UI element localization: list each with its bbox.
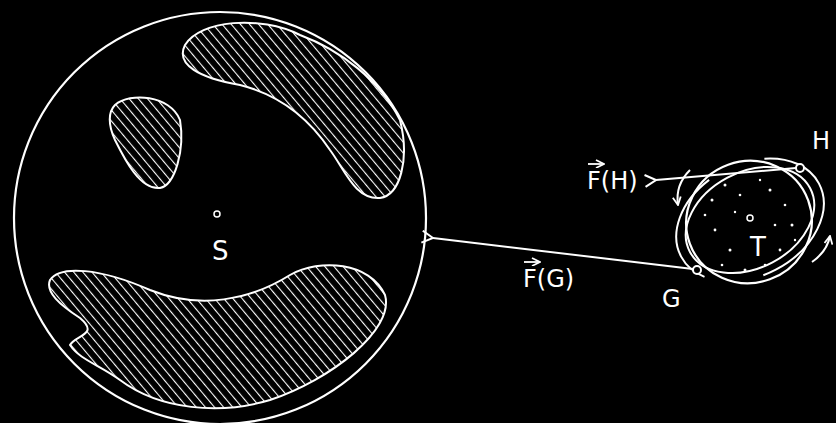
force-arrow (656, 168, 796, 180)
continents (49, 23, 404, 409)
node-label: T (748, 234, 768, 260)
point-label: H (810, 128, 832, 154)
moon-circle: T (685, 160, 813, 284)
point-g (693, 266, 701, 274)
force-label: F(G) (521, 266, 576, 292)
force-label: F(H) (585, 168, 640, 194)
planet-circle: S (13, 11, 427, 423)
planet-circle-outline (13, 11, 427, 423)
orbit-rings (655, 134, 836, 306)
force-arrow (433, 238, 693, 269)
moon-circle-outline (685, 160, 813, 284)
point-h (796, 164, 804, 172)
vector-mark (524, 261, 540, 263)
vector-mark (588, 163, 604, 165)
centre-dot (214, 211, 220, 217)
point-label: G (660, 286, 683, 312)
node-label: S (210, 238, 231, 264)
